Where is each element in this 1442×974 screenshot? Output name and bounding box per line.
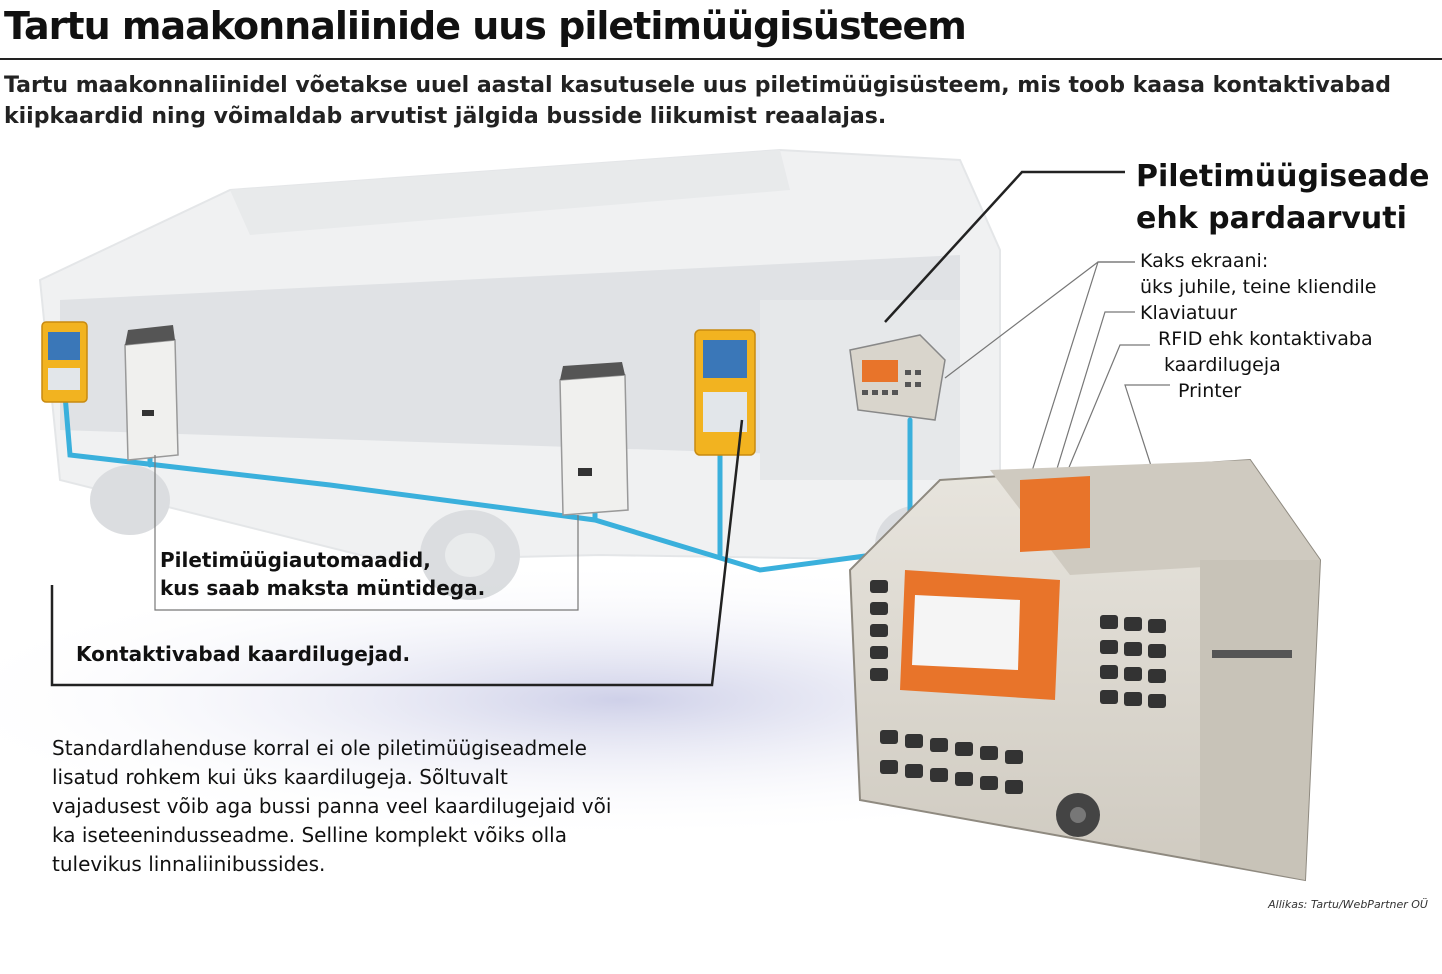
intro-text: Tartu maakonnaliinidel võetakse uuel aas… (4, 70, 1424, 132)
card-reader-right (694, 329, 756, 456)
card-reader-left (41, 321, 88, 403)
device-title-line: Piletimüügiseade (1136, 159, 1430, 194)
title-rule (0, 58, 1442, 60)
callout-lines (50, 170, 1125, 687)
callout-screens-detail: üks juhile, teine kliendile (1140, 276, 1377, 298)
label-ticket-machines-line: Piletimüügiautomaadid, (160, 548, 431, 572)
callout-printer: Printer (1178, 380, 1242, 402)
onboard-computer-small (849, 334, 946, 421)
ticket-machine-1 (124, 325, 179, 461)
body-line: vajadusest võib aga bussi panna veel kaa… (52, 794, 612, 818)
body-line: tulevikus linnaliinibussides. (52, 852, 326, 876)
label-ticket-machines: Piletimüügiautomaadid, kus saab maksta m… (160, 546, 485, 602)
body-line: ka iseteenindusseadme. Selline komplekt … (52, 823, 567, 847)
body-line: lisatud rohkem kui üks kaardilugeja. Sõl… (52, 765, 508, 789)
callout-rfid: RFID ehk kontaktivaba (1158, 328, 1373, 350)
body-text: Standardlahenduse korral ei ole piletimü… (52, 734, 612, 879)
device-title: Piletimüügiseade ehk pardaarvuti (1136, 156, 1430, 240)
source-credit: Allikas: Tartu/WebPartner OÜ (1268, 898, 1428, 911)
keypad-left (870, 580, 888, 681)
intro-line: kiipkaardid ning võimaldab arvutist jälg… (4, 104, 887, 129)
label-ticket-machines-line: kus saab maksta müntidega. (160, 576, 486, 600)
callout-keyboard: Klaviatuur (1140, 302, 1237, 324)
ticket-machine-2 (559, 362, 629, 516)
intro-line: Tartu maakonnaliinidel võetakse uuel aas… (4, 73, 1391, 98)
bus (38, 148, 1001, 600)
callout-screens: Kaks ekraani: (1140, 250, 1269, 272)
ticket-device (848, 458, 1322, 882)
keypad-bottom (880, 730, 1100, 837)
page-title: Tartu maakonnaliinide uus piletimüügisüs… (4, 4, 967, 48)
callout-rfid-detail: kaardilugeja (1164, 354, 1281, 376)
device-title-line: ehk pardaarvuti (1136, 201, 1407, 236)
label-card-readers: Kontaktivabad kaardilugejad. (76, 642, 411, 666)
keypad-right (1100, 615, 1166, 708)
body-line: Standardlahenduse korral ei ole piletimü… (52, 736, 587, 760)
